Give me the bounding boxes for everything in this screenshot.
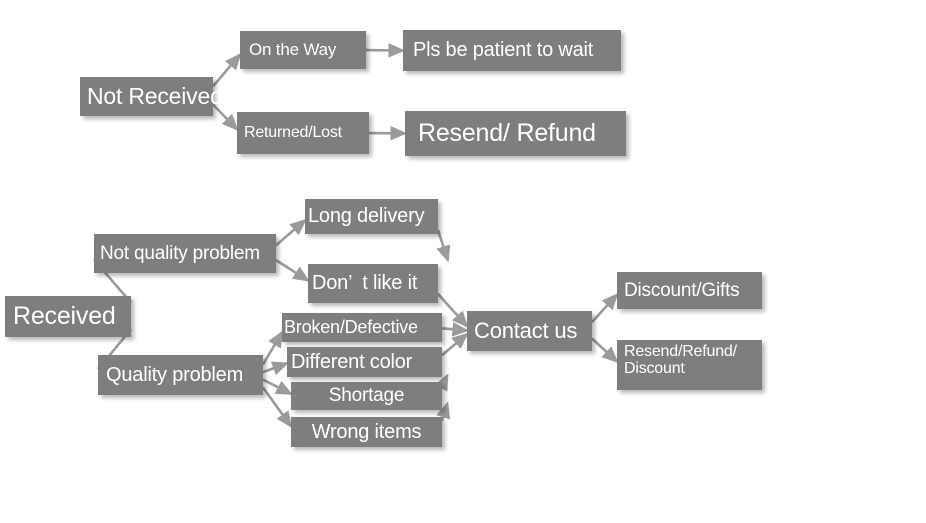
node-long-delivery[interactable]: Long delivery <box>305 199 438 234</box>
edge-quality-problem-to-wrong-items <box>261 386 293 428</box>
node-resend-refund-discount[interactable]: Resend/Refund/ Discount <box>617 340 762 390</box>
edge-long-delivery-to-contact-us <box>436 229 451 263</box>
edge-different-color-to-contact-us <box>441 332 469 357</box>
node-resend-refund[interactable]: Resend/ Refund <box>405 111 626 156</box>
edge-wrong-items-to-contact-us <box>436 401 451 422</box>
node-quality-problem[interactable]: Quality problem <box>98 355 263 395</box>
edge-contact-us-to-discount-gifts <box>591 293 619 323</box>
node-dont-like-it[interactable]: Don’ t like it <box>308 264 438 303</box>
edge-not-quality-problem-to-dont-like-it <box>275 259 310 282</box>
node-shortage[interactable]: Shortage <box>291 382 442 410</box>
edge-quality-problem-to-shortage <box>262 378 293 396</box>
node-not-quality-problem[interactable]: Not quality problem <box>94 234 276 273</box>
node-received[interactable]: Received <box>5 296 131 337</box>
edge-shortage-to-contact-us <box>434 373 449 392</box>
edge-quality-problem-to-broken-defective <box>261 330 284 366</box>
node-wrong-items[interactable]: Wrong items <box>291 417 442 447</box>
node-contact-us[interactable]: Contact us <box>467 311 592 351</box>
node-returned-lost[interactable]: Returned/Lost <box>237 112 369 154</box>
node-discount-gifts[interactable]: Discount/Gifts <box>617 272 762 309</box>
node-not-received[interactable]: Not Received <box>80 77 223 116</box>
edge-quality-problem-to-different-color <box>262 361 289 376</box>
node-different-color[interactable]: Different color <box>287 347 442 377</box>
node-on-the-way[interactable]: On the Way <box>240 31 366 69</box>
edge-dont-like-it-to-contact-us <box>437 293 469 328</box>
edge-not-received-to-on-the-way <box>212 53 242 88</box>
edge-broken-defective-to-contact-us <box>441 322 470 337</box>
edge-not-quality-problem-to-long-delivery <box>275 218 307 247</box>
node-pls-be-patient[interactable]: Pls be patient to wait <box>403 30 621 71</box>
edge-contact-us-to-resend-refund-discount <box>591 337 619 364</box>
node-broken-defective[interactable]: Broken/Defective <box>282 313 442 342</box>
